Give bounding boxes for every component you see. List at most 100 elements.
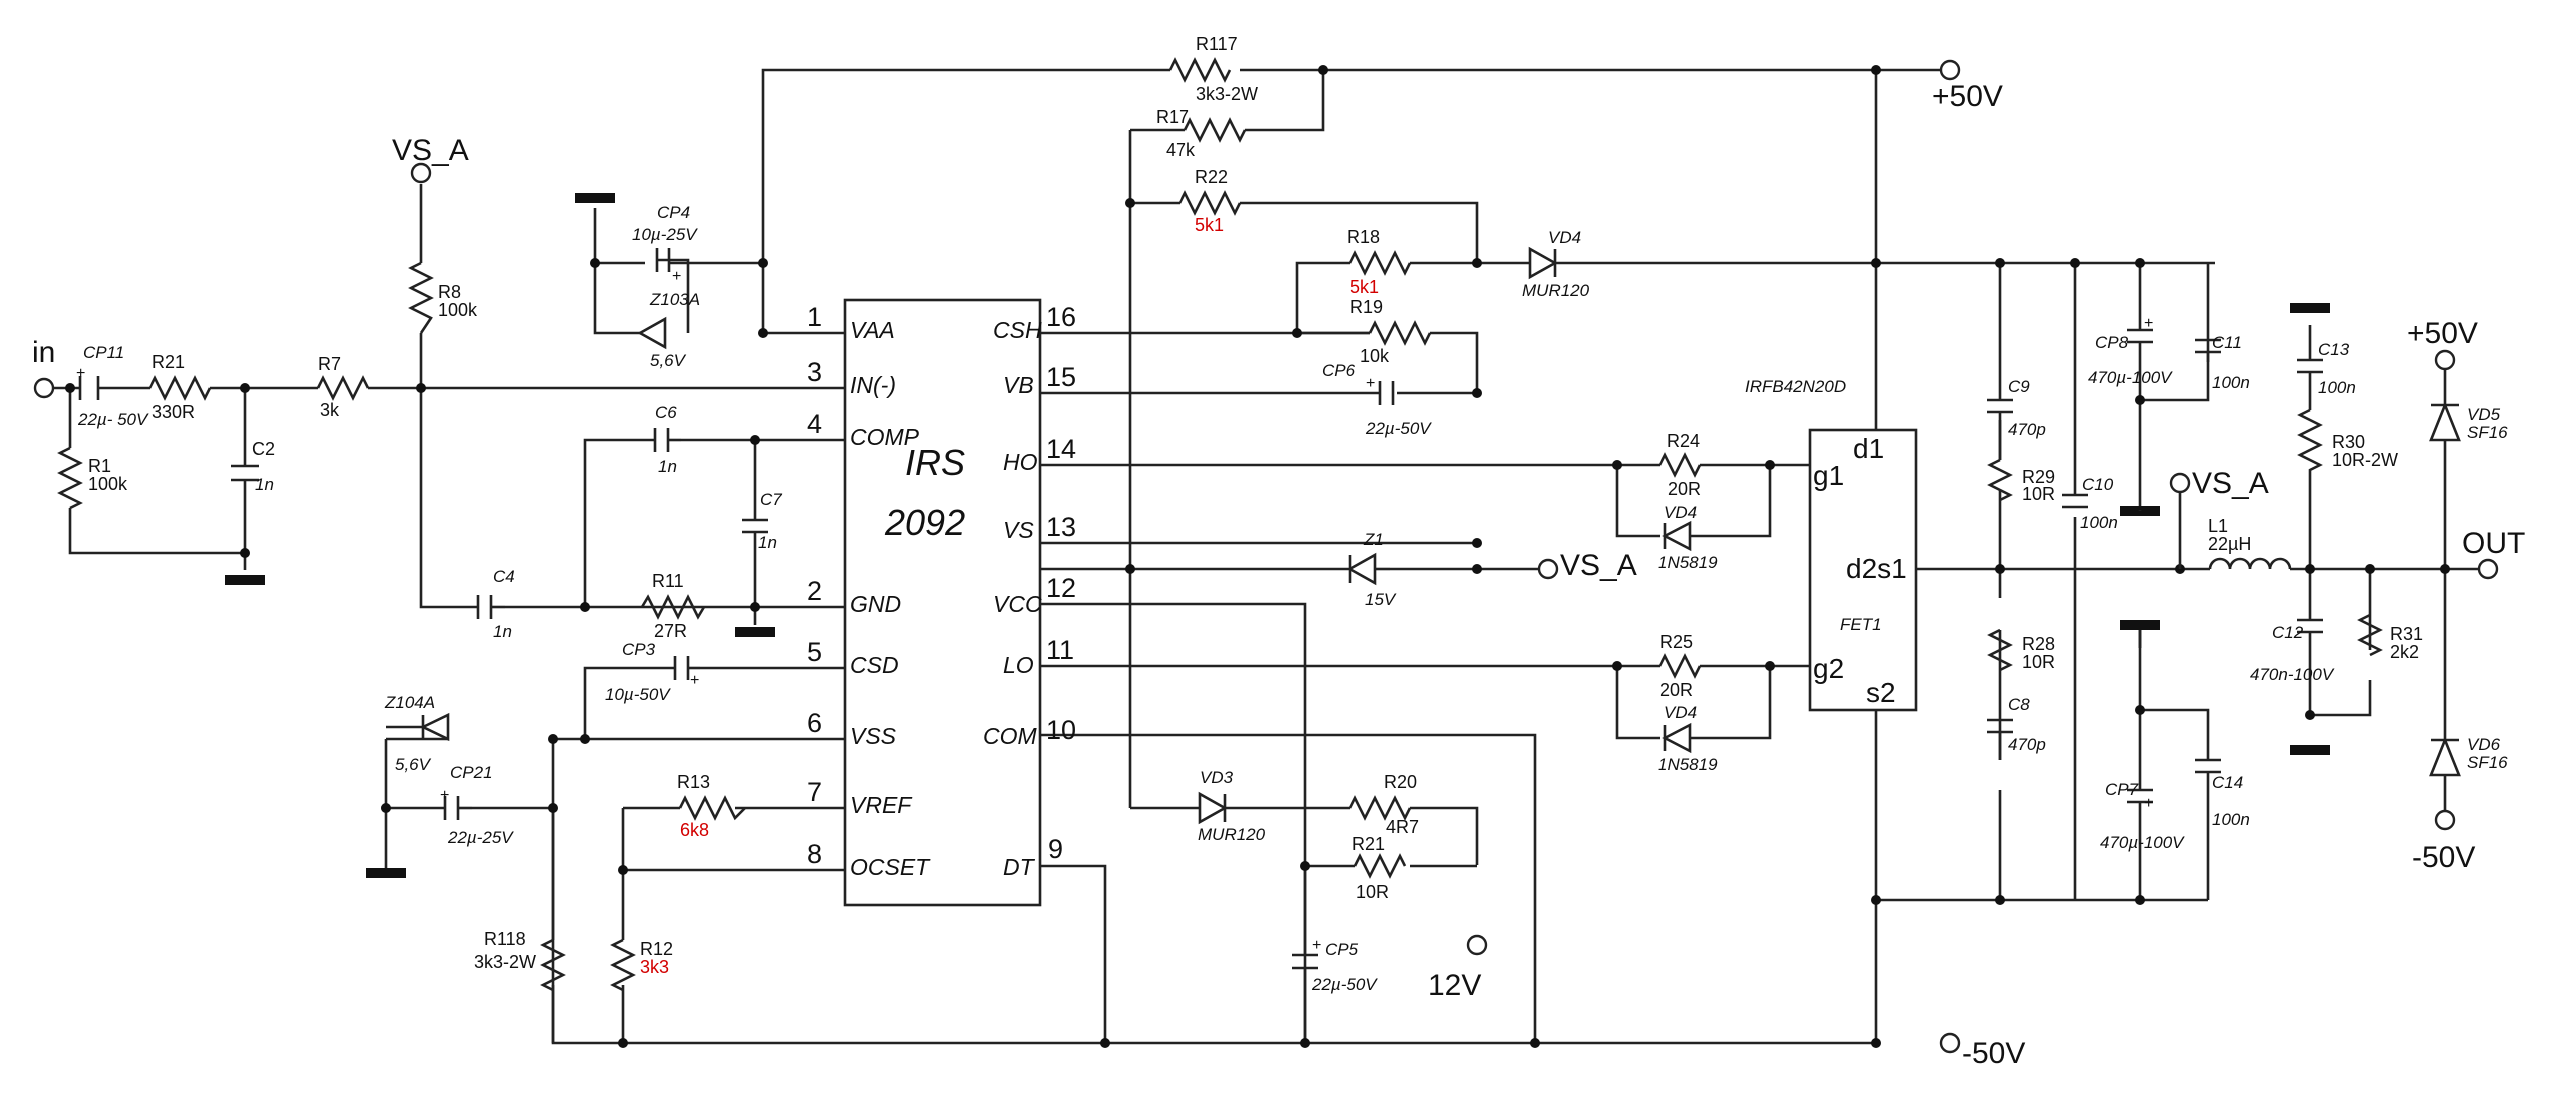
junction bbox=[1125, 198, 1135, 208]
label-ref: R117 bbox=[1196, 34, 1238, 54]
label-ref: C6 bbox=[655, 403, 677, 422]
terminal-vs-a-right bbox=[2169, 472, 2191, 494]
r1-symbol bbox=[57, 446, 83, 510]
r19-symbol bbox=[1368, 320, 1432, 346]
label-value: 22µ-50V bbox=[1365, 419, 1432, 438]
label-value: 470p bbox=[2008, 735, 2046, 754]
label-value: 22µ- 50V bbox=[77, 410, 149, 429]
pin-name: GND bbox=[850, 591, 901, 617]
l1-symbol bbox=[2208, 557, 2292, 570]
r21a-symbol bbox=[148, 375, 212, 401]
pin-name: HO bbox=[1003, 449, 1038, 475]
junction bbox=[618, 1038, 628, 1048]
label-value: 3k bbox=[320, 400, 340, 420]
junction bbox=[758, 258, 768, 268]
junction bbox=[1472, 538, 1482, 548]
grounds bbox=[225, 193, 2330, 878]
cp4-symbol bbox=[655, 248, 671, 272]
plus-mark: + bbox=[440, 787, 449, 804]
label-value: 10k bbox=[1360, 346, 1390, 366]
label-value: 470p bbox=[2008, 420, 2046, 439]
net-plus50-top: +50V bbox=[1932, 80, 2003, 113]
junction bbox=[548, 803, 558, 813]
label-value: 5k1 bbox=[1195, 215, 1224, 235]
junction bbox=[1472, 388, 1482, 398]
ground-symbol bbox=[575, 193, 615, 203]
r12-symbol bbox=[610, 938, 636, 992]
junction bbox=[1871, 65, 1881, 75]
label-ref: CP7 bbox=[2105, 780, 2139, 799]
junction bbox=[2135, 895, 2145, 905]
net-out: OUT bbox=[2462, 527, 2525, 560]
r29-symbol bbox=[1987, 458, 2013, 502]
pin-number: 7 bbox=[807, 777, 822, 807]
label-ref: VD4 bbox=[1548, 228, 1581, 247]
label-ref: R31 bbox=[2390, 624, 2423, 644]
terminal-in bbox=[33, 377, 55, 399]
pin-name: VB bbox=[1003, 372, 1034, 398]
junction bbox=[240, 548, 250, 558]
label-value: 15V bbox=[1365, 590, 1397, 609]
r24-symbol bbox=[1658, 452, 1702, 478]
label-value: 10µ-50V bbox=[605, 685, 671, 704]
label-ref: C10 bbox=[2082, 475, 2114, 494]
ground-symbol bbox=[2120, 620, 2160, 630]
terminal-minus50-right bbox=[2434, 809, 2456, 831]
fet-pin-s2: s2 bbox=[1866, 677, 1896, 708]
junction bbox=[2305, 564, 2315, 574]
label-ref: VD6 bbox=[2467, 735, 2501, 754]
junction bbox=[758, 328, 768, 338]
ic-irs2092: IRS 2092 1 VAA 3 IN(-) 4 COMP 2 GND 5 CS… bbox=[807, 302, 1076, 880]
junction bbox=[2135, 705, 2145, 715]
fet-part-number: IRFB42N20D bbox=[1745, 377, 1846, 396]
vd3-symbol bbox=[1198, 791, 1228, 825]
net-vs-a-right: VS_A bbox=[2192, 467, 2269, 500]
junction bbox=[618, 865, 628, 875]
c13-symbol bbox=[2297, 358, 2323, 374]
label-value: 20R bbox=[1660, 680, 1693, 700]
terminal-plus50-top bbox=[1939, 59, 1961, 81]
c14-symbol bbox=[2195, 758, 2221, 774]
label-ref: R25 bbox=[1660, 632, 1693, 652]
label-ref: VD4 bbox=[1664, 503, 1697, 522]
pin-name: VREF bbox=[850, 792, 913, 818]
fet-pin-g2: g2 bbox=[1813, 653, 1844, 684]
vd6-symbol bbox=[2429, 736, 2461, 777]
plus-mark: + bbox=[1312, 937, 1321, 954]
label-ref: R21 bbox=[152, 352, 185, 372]
junction bbox=[2305, 710, 2315, 720]
label-value: SF16 bbox=[2467, 423, 2508, 442]
r8-symbol bbox=[408, 261, 434, 334]
label-value: 100k bbox=[438, 300, 478, 320]
label-value: 470n-100V bbox=[2250, 665, 2335, 684]
r22-symbol bbox=[1178, 190, 1242, 216]
c9-symbol bbox=[1987, 398, 2013, 414]
r28-symbol bbox=[1987, 628, 2013, 672]
label-value: 470µ-100V bbox=[2088, 368, 2173, 387]
pin-number: 1 bbox=[807, 302, 822, 332]
pin-number: 3 bbox=[807, 357, 822, 387]
cp11-symbol bbox=[78, 376, 100, 400]
junction bbox=[580, 602, 590, 612]
junction bbox=[1995, 895, 2005, 905]
component-labels: CP11 22µ- 50V R21 330R R1 100k C2 1n R7 … bbox=[77, 34, 2508, 994]
label-ref: R7 bbox=[318, 354, 341, 374]
label-value: 5,6V bbox=[650, 351, 687, 370]
label-ref: R118 bbox=[484, 929, 526, 949]
pin-number: 9 bbox=[1048, 834, 1063, 864]
junction bbox=[590, 258, 600, 268]
label-ref: L1 bbox=[2208, 516, 2228, 536]
label-ref: R24 bbox=[1667, 431, 1700, 451]
net-minus50-bottom: -50V bbox=[1962, 1037, 2025, 1070]
plus-mark: + bbox=[672, 268, 681, 285]
fet-pin-d1: d1 bbox=[1853, 433, 1884, 464]
junction bbox=[2135, 258, 2145, 268]
pin-number: 13 bbox=[1046, 512, 1076, 542]
junction bbox=[1871, 895, 1881, 905]
label-ref: CP5 bbox=[1325, 940, 1359, 959]
pin-name: DT bbox=[1003, 854, 1036, 880]
label-ref: VD3 bbox=[1200, 768, 1234, 787]
plus-mark: + bbox=[2144, 315, 2153, 332]
label-ref: C13 bbox=[2318, 340, 2350, 359]
plus-mark: + bbox=[76, 365, 85, 382]
